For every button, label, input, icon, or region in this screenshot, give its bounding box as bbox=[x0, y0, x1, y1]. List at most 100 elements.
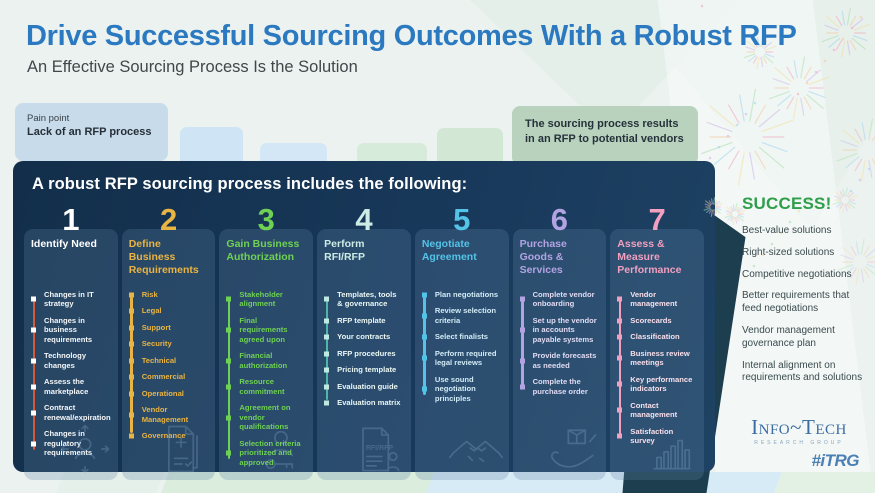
process-step: 3 Gain Business Authorization Stakeholde… bbox=[219, 202, 314, 481]
step-item: Pricing template bbox=[324, 365, 404, 374]
step-card: Purchase Goods & Services Complete vendo… bbox=[512, 229, 607, 481]
step-item: Final requirements agreed upon bbox=[226, 316, 306, 344]
step-title: Purchase Goods & Services bbox=[519, 238, 567, 276]
itrg-logo: #iTRG bbox=[811, 451, 859, 470]
step-title: Define Business Requirements bbox=[128, 238, 199, 276]
step-item: Key performance indicators bbox=[617, 375, 697, 394]
step-item: Changes in regulatory requirements bbox=[31, 429, 111, 457]
step-item: Technical bbox=[129, 356, 209, 365]
step-item: Agreement on vendor qualifications bbox=[226, 403, 306, 431]
step-item: Set up the vendor in accounts payable sy… bbox=[520, 316, 600, 344]
hand-box-icon bbox=[551, 429, 597, 468]
step-item: Select finalists bbox=[422, 332, 502, 341]
page-title: Drive Successful Sourcing Outcomes With … bbox=[26, 20, 797, 52]
infotech-logo-subtitle: RESEARCH GROUP bbox=[754, 440, 844, 446]
step-number: 5 bbox=[453, 202, 471, 237]
step-title: Identify Need bbox=[31, 238, 97, 250]
step-item: Business review meetings bbox=[617, 349, 697, 368]
step-item: Classification bbox=[617, 332, 697, 341]
success-item: Internal alignment on requirements and s… bbox=[742, 359, 863, 384]
step-item: Complete vendor onboarding bbox=[520, 290, 600, 309]
step-item: Technology changes bbox=[31, 351, 111, 370]
step-item: Review selection criteria bbox=[422, 306, 502, 325]
success-item: Better requirements that feed negotiatio… bbox=[742, 290, 850, 315]
step-item: Provide forecasts as needed bbox=[520, 351, 600, 370]
infotech-logo-name: Info~Tech bbox=[751, 415, 847, 439]
step-item: Satisfaction survey bbox=[617, 427, 697, 446]
success-item: Vendor management governance plan bbox=[742, 324, 835, 349]
step-item: Financial authorization bbox=[226, 351, 306, 370]
step-item: Vendor management bbox=[617, 290, 697, 309]
step-item: Evaluation guide bbox=[324, 382, 404, 391]
success-item: Right-sized solutions bbox=[742, 246, 835, 258]
person-key-icon bbox=[265, 431, 294, 470]
step-title: Gain Business Authorization bbox=[226, 238, 300, 263]
step-item: Plan negotiations bbox=[422, 290, 502, 299]
step-number: 6 bbox=[550, 202, 569, 237]
step-item: Evaluation matrix bbox=[324, 398, 404, 407]
infotech-logo: Info~Tech RESEARCH GROUP #iTRG bbox=[733, 417, 865, 471]
pain-point-label: Pain point bbox=[27, 113, 70, 124]
step-item: Operational bbox=[129, 389, 209, 398]
step-item: Vendor Management bbox=[129, 405, 209, 424]
bar-chart-icon bbox=[653, 439, 691, 470]
process-heading: A robust RFP sourcing process includes t… bbox=[32, 175, 468, 193]
step-item: Governance bbox=[129, 431, 209, 440]
step-title: Perform RFI/RFP bbox=[324, 238, 365, 263]
step-item: RFP template bbox=[324, 316, 404, 325]
page-subtitle: An Effective Sourcing Process Is the Sol… bbox=[27, 58, 358, 76]
step-number: 2 bbox=[159, 202, 178, 237]
step-item: Perform required legal reviews bbox=[422, 349, 502, 368]
document-plus-icon bbox=[168, 425, 199, 473]
step-card: Gain Business Authorization Stakeholder … bbox=[219, 229, 314, 481]
result-note-card: The sourcing process results in an RFP t… bbox=[512, 106, 698, 165]
handshake-icon bbox=[448, 440, 503, 463]
step-item: Use sound negotiation principles bbox=[422, 375, 502, 403]
step-item: Risk bbox=[129, 290, 209, 299]
step-number: 3 bbox=[257, 202, 275, 237]
rfp-document-icon bbox=[362, 427, 400, 472]
bottom-strip bbox=[774, 472, 875, 493]
step-item: Scorecards bbox=[617, 316, 697, 325]
pain-point-card: Pain point Lack of an RFP process bbox=[15, 103, 168, 161]
step-item: Contact management bbox=[617, 401, 697, 420]
success-item: Competitive negotiations bbox=[742, 268, 852, 280]
person-network-icon bbox=[60, 424, 109, 474]
process-step: 4 Perform RFI/RFP Templates, tools & gov… bbox=[317, 202, 411, 481]
step-item: Commercial bbox=[129, 372, 209, 381]
step-item: Selection criteria prioritized and appro… bbox=[226, 439, 306, 467]
step-title: Negotiate Agreement bbox=[421, 238, 477, 263]
step-number: 1 bbox=[62, 202, 80, 237]
step-item: Changes in IT strategy bbox=[31, 290, 111, 309]
step-item: Templates, tools & governance bbox=[324, 290, 404, 309]
step-item: Your contracts bbox=[324, 332, 404, 341]
process-step: 7 Assess & Measure Performance Vendor ma… bbox=[610, 204, 704, 481]
step-item: RFP procedures bbox=[324, 349, 404, 358]
step-item: Resource commitment bbox=[226, 377, 306, 396]
process-step: 6 Purchase Goods & Services Complete ven… bbox=[512, 202, 607, 481]
pain-point-text: Lack of an RFP process bbox=[27, 126, 152, 138]
step-item: Stakeholder alignment bbox=[226, 290, 306, 309]
step-item: Assess the marketplace bbox=[31, 377, 111, 396]
step-card: Perform RFI/RFP Templates, tools & gover… bbox=[317, 229, 411, 481]
step-number: 4 bbox=[355, 202, 373, 237]
process-panel: A robust RFP sourcing process includes t… bbox=[13, 161, 715, 481]
step-item: Complete the purchase order bbox=[520, 377, 600, 396]
